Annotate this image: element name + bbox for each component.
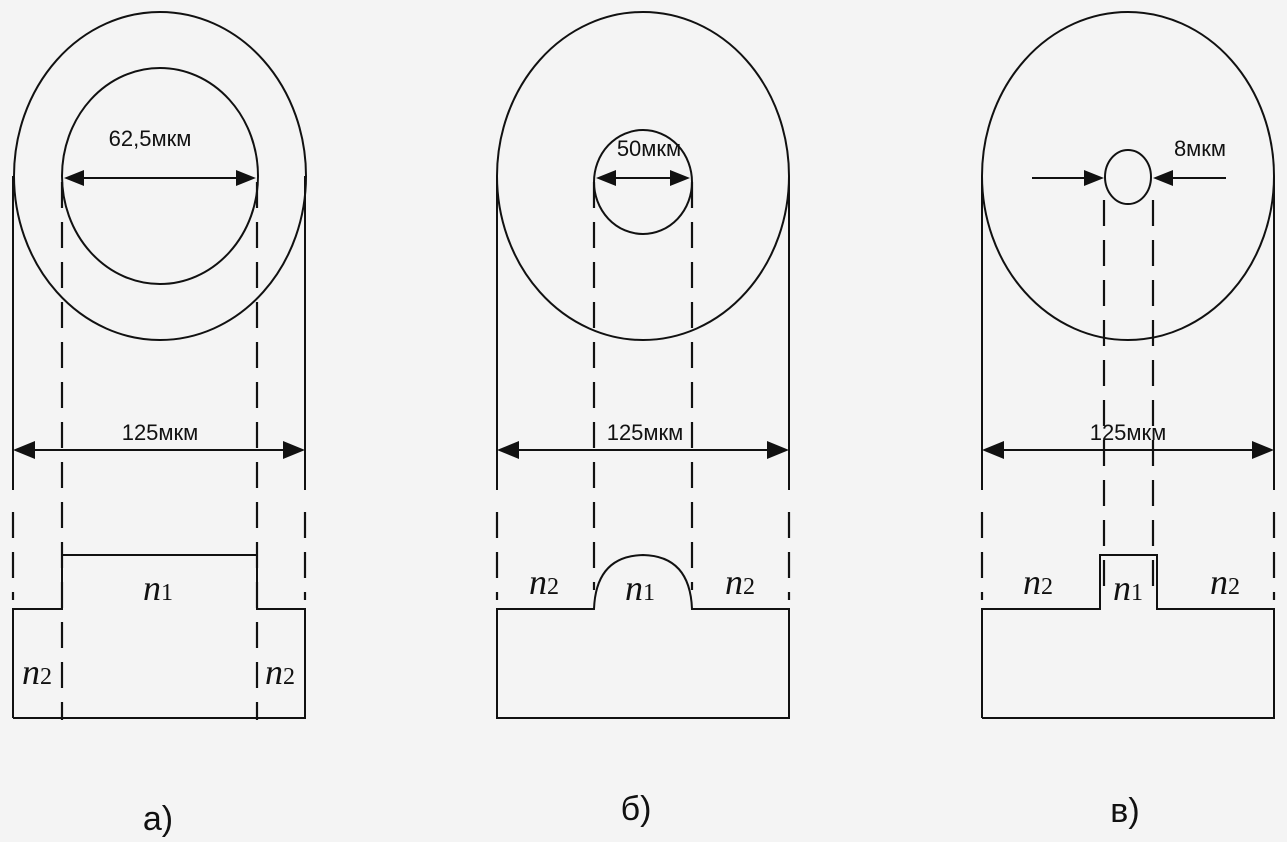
panel-caption: б) xyxy=(621,790,652,828)
cladding-diameter-label: 125мкм xyxy=(1090,420,1167,445)
arrow-left-icon xyxy=(497,441,519,459)
arrow-left-icon xyxy=(13,441,35,459)
cladding-index-left-label: n2 xyxy=(1023,562,1053,602)
cladding-index-left-label: n2 xyxy=(22,652,52,692)
cladding-index-right-label: n2 xyxy=(265,652,295,692)
cladding-index-right-label: n2 xyxy=(1210,562,1240,602)
panel-b: 50мкм 125мкм n1 n2 n2 б) xyxy=(495,11,791,828)
core-circle xyxy=(61,67,259,285)
panel-c: 8мкм 125мкм n1 n2 n2 в) xyxy=(980,11,1276,830)
arrow-right-icon xyxy=(767,441,789,459)
cladding-circle xyxy=(981,11,1275,341)
arrow-left-icon xyxy=(1153,170,1173,186)
cladding-circle xyxy=(496,11,790,341)
arrow-left-icon xyxy=(64,170,84,186)
core-diameter-label: 62,5мкм xyxy=(109,126,192,151)
panel-caption: а) xyxy=(143,800,173,838)
core-circle xyxy=(1104,149,1152,205)
arrow-left-icon xyxy=(596,170,616,186)
panel-a: 62,5мкм 125мкм n1 n2 n2 а) xyxy=(11,11,307,838)
cladding-diameter-label: 125мкм xyxy=(607,420,684,445)
arrow-right-icon xyxy=(1252,441,1274,459)
index-profile xyxy=(981,554,1275,719)
arrow-right-icon xyxy=(283,441,305,459)
arrow-right-icon xyxy=(236,170,256,186)
core-index-label: n1 xyxy=(625,568,655,608)
core-diameter-label: 8мкм xyxy=(1174,136,1226,161)
core-diameter-label: 50мкм xyxy=(617,136,681,161)
arrow-left-icon xyxy=(982,441,1004,459)
cladding-circle xyxy=(13,11,307,341)
arrow-right-icon xyxy=(1084,170,1104,186)
core-index-label: n1 xyxy=(1113,568,1143,608)
arrow-right-icon xyxy=(670,170,690,186)
cladding-diameter-label: 125мкм xyxy=(122,420,199,445)
index-profile xyxy=(496,553,790,719)
panel-caption: в) xyxy=(1110,792,1139,830)
index-profile xyxy=(12,554,306,719)
core-index-label: n1 xyxy=(143,568,173,608)
cladding-index-left-label: n2 xyxy=(529,562,559,602)
cladding-index-right-label: n2 xyxy=(725,562,755,602)
